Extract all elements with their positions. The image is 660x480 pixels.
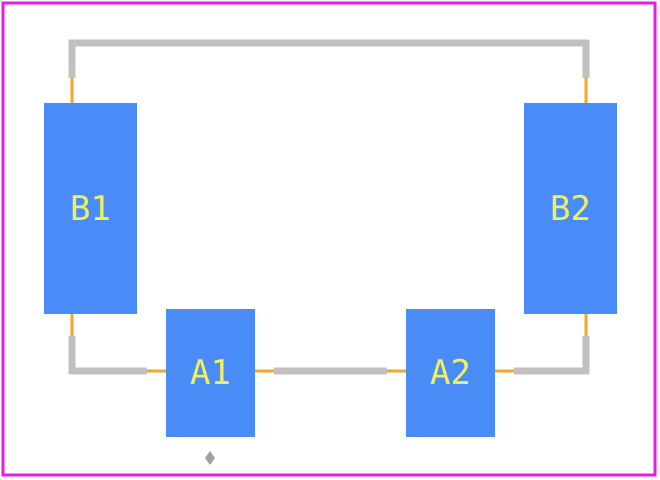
silkscreen-bottom-left: [68, 336, 147, 375]
pin-leads: [70, 78, 588, 373]
pad-b2-body[interactable]: [524, 103, 617, 314]
pad-a1-body[interactable]: [166, 309, 255, 437]
pad-a2[interactable]: A2: [406, 309, 495, 437]
pad-b2[interactable]: B2: [524, 103, 617, 314]
pad-b1-body[interactable]: [44, 103, 137, 314]
pad-b1[interactable]: B1: [44, 103, 137, 314]
silkscreen-bottom-right: [514, 336, 590, 375]
pad-a1-label: A1: [190, 353, 231, 393]
silkscreen-top-bracket: [68, 39, 590, 78]
pad-a2-body[interactable]: [406, 309, 495, 437]
pad-a1[interactable]: A1: [166, 309, 255, 437]
pad-b1-label: B1: [70, 189, 111, 229]
silkscreen-outline: [68, 39, 590, 375]
pad-a2-label: A2: [430, 353, 471, 393]
pad-b2-label: B2: [550, 189, 591, 229]
origin-diamond-icon: [205, 451, 215, 465]
